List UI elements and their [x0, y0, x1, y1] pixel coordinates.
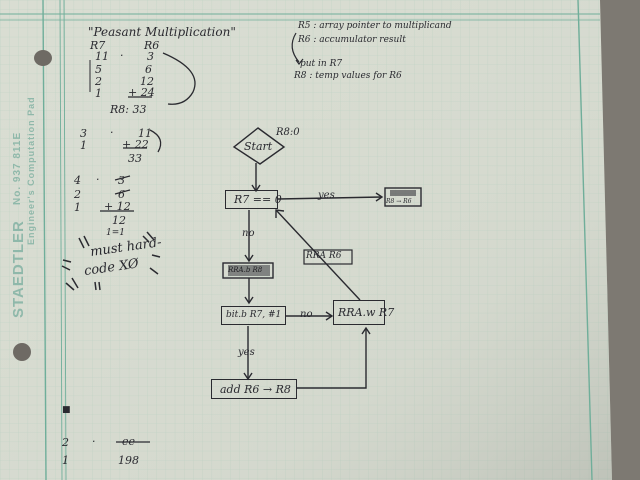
add-node: add R6 → R8 — [220, 383, 291, 396]
ex3-l0: 4 — [74, 174, 81, 187]
ex4-l2: 1 — [62, 454, 69, 467]
ex3-dot: · — [96, 173, 100, 186]
ex4-r1: ee — [122, 435, 136, 448]
ex3-r0: 3 — [118, 174, 125, 187]
cond-bit: bit.b R7, #1 — [226, 310, 282, 320]
ex3-sum: 12 — [112, 214, 126, 227]
ex3-r2: + 12 — [104, 200, 131, 213]
yes-label-2: yes — [238, 347, 255, 358]
notes-title: "Peasant Multiplication" — [88, 25, 236, 39]
cond-r7-zero-box: R7 == 0 — [225, 190, 282, 209]
add-box: add R6 → R8 — [211, 379, 297, 399]
ex1-l0: 11 — [95, 50, 109, 63]
brand-model: No. 937 811E — [12, 131, 23, 205]
ex3-l1: 2 — [74, 188, 81, 201]
ex1-r3: + 24 — [128, 86, 155, 99]
ex2-r1: + 22 — [122, 138, 149, 151]
ex1-r0: 3 — [147, 50, 154, 63]
ex1-l1: 5 — [95, 63, 102, 76]
ex4-dot: · — [92, 435, 96, 448]
legend-put-r7: put in R7 — [300, 59, 343, 69]
ex2-sum: 33 — [128, 152, 142, 165]
ex1-result: R8: 33 — [110, 103, 147, 116]
bullet-mark: ■ — [62, 405, 71, 415]
brand-logo: STAEDTLER — [10, 220, 27, 318]
end-node: R8 → R6 — [386, 198, 412, 205]
ex3-scribble: 1=1 — [106, 228, 125, 238]
ex2-dot: · — [110, 126, 114, 139]
cond-r7-zero: R7 == 0 — [234, 193, 282, 206]
hardcode-zero: Ø — [127, 256, 140, 273]
ex1-l3: 1 — [95, 87, 102, 100]
rra-w: RRA.w R7 — [338, 306, 395, 319]
ex2-r0: 11 — [138, 127, 152, 140]
legend-r6: R6 : accumulator result — [298, 35, 406, 45]
col-r7-header: R7 — [90, 39, 106, 52]
yes-label-1: yes — [318, 190, 335, 201]
ex1-r1: 6 — [145, 63, 152, 76]
ex1-r2: 12 — [140, 75, 154, 88]
col-r6-header: R6 — [144, 39, 160, 52]
ex4-r2: 198 — [118, 454, 139, 467]
rra-r6-label: RRA R6 — [306, 251, 342, 261]
ex3-r1: 6 — [118, 188, 125, 201]
ex2-l1: 1 — [80, 139, 87, 152]
scribbled-node: RRA.b R8 — [228, 266, 263, 274]
brand-description: Engineer's Computation Pad — [26, 96, 36, 245]
ex1-dot: · — [120, 49, 124, 62]
legend-r5: R5 : array pointer to multiplicand — [298, 21, 452, 31]
no-label-1: no — [242, 228, 255, 239]
ex3-l2: 1 — [74, 201, 81, 214]
rra-w-box: RRA.w R7 — [333, 300, 394, 325]
no-label-2: no — [300, 309, 313, 320]
ex2-l0: 3 — [80, 127, 87, 140]
legend-r8: R8 : temp values for R6 — [294, 71, 402, 81]
ex1-l2: 2 — [95, 75, 102, 88]
ex4-l1: 2 — [62, 436, 69, 449]
start-note: R8:0 — [276, 127, 300, 138]
start-node: Start — [244, 140, 273, 153]
cond-bit-box: bit.b R7, #1 — [221, 306, 286, 325]
